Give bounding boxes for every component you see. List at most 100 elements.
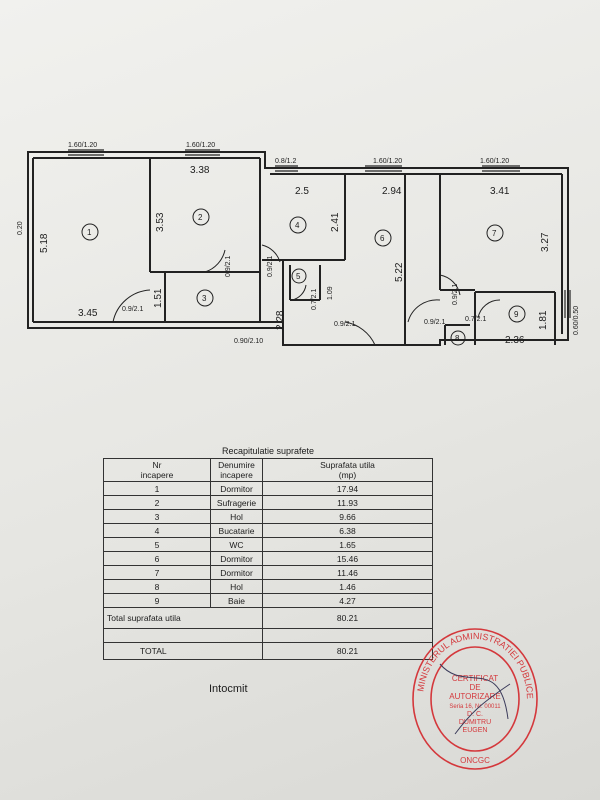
cell-name: Dormitor — [210, 481, 263, 496]
dimension-label: 5.18 — [39, 233, 50, 253]
cell-name: Sufragerie — [210, 495, 263, 510]
cell-name: Hol — [210, 509, 263, 524]
cell-nr: 7 — [103, 565, 211, 580]
window-label: 1.60/1.20 — [68, 142, 97, 149]
header-name: Denumire — [218, 460, 255, 470]
door-label: 0.7/2.1 — [311, 288, 318, 310]
area-summary: Recapitulatie suprafete Nr incapere Denu… — [103, 446, 433, 660]
cell-name: Dormitor — [210, 551, 263, 566]
cell-name: WC — [210, 537, 263, 552]
cell-area: 11.46 — [262, 565, 433, 580]
cell-nr: 6 — [103, 551, 211, 566]
stamp-center: CERTIFICAT DE AUTORIZARE Seria 16, Nr. 0… — [449, 674, 501, 765]
door-label: 0.9/2.1 — [122, 306, 144, 313]
stamp-line: D. C. — [467, 711, 483, 718]
dimension-label: 3.53 — [155, 212, 166, 232]
header-nr-sub: incapere — [140, 470, 174, 480]
cell-name: Bucatarie — [210, 523, 263, 538]
stamp-line: DE — [469, 683, 480, 692]
window-label: 0.20 — [17, 221, 24, 235]
prepared-by-label: Intocmit — [209, 683, 248, 695]
total-label: TOTAL — [103, 642, 263, 660]
door-label: 0.7/2.1 — [465, 316, 487, 323]
cell-name: Dormitor — [210, 565, 263, 580]
window-label: 0.60/0.50 — [573, 306, 580, 335]
floor-plan: 1.60/1.20 1.60/1.20 0.8/1.2 1.60/1.20 1.… — [17, 142, 580, 346]
cell-nr: 4 — [103, 523, 211, 538]
total-util-row: Total suprafata utila 80.21 — [103, 607, 433, 629]
cell-area: 1.65 — [262, 537, 433, 552]
cell-area: 6.38 — [262, 523, 433, 538]
cell-name: Hol — [210, 579, 263, 594]
stamp-bottom: ONCGC — [460, 756, 490, 765]
stamp-line: AUTORIZARE — [449, 692, 500, 701]
dimension-label: 5.22 — [394, 262, 405, 282]
room-number: 2 — [198, 213, 203, 222]
stamp-rings — [412, 628, 538, 770]
dimension-label: 2.41 — [330, 212, 341, 232]
room-number: 5 — [296, 272, 301, 281]
cell-nr: 3 — [103, 509, 211, 524]
cell-area: 4.27 — [262, 593, 433, 608]
header-name-sub: incapere — [220, 470, 253, 480]
door-label: 0.9/2.1 — [452, 283, 459, 305]
cell-area: 1.46 — [262, 579, 433, 594]
spacer-row — [103, 628, 433, 643]
header-area-sub: (mp) — [338, 470, 357, 480]
windows — [27, 149, 571, 318]
cell-nr: 2 — [103, 495, 211, 510]
total-row: TOTAL 80.21 — [103, 642, 433, 660]
area-table: Nr incapere Denumire incapere Suprafata … — [103, 458, 433, 660]
cell-nr: 1 — [103, 481, 211, 496]
window-label: 1.60/1.20 — [373, 158, 402, 165]
dimension-label: 2.36 — [505, 335, 525, 346]
door-label: 0.90/2.10 — [234, 338, 263, 345]
dimension-label: 2.28 — [275, 310, 286, 330]
cell-nr: 8 — [103, 579, 211, 594]
dimension-label: 3.38 — [190, 165, 210, 176]
cell-area: 17.94 — [262, 481, 433, 496]
authorization-stamp: MINISTERUL ADMINISTRATIEI PUBLICE CERTIF… — [412, 628, 538, 770]
stamp-line: CERTIFICAT — [452, 674, 498, 683]
dimension-label: 1.51 — [153, 288, 164, 308]
dimension-label: 1.09 — [327, 286, 334, 300]
dimension-label: 3.41 — [490, 186, 510, 197]
dimension-label: 2.94 — [382, 186, 402, 197]
doors — [112, 244, 501, 346]
cell-area: 15.46 — [262, 551, 433, 566]
total-value: 80.21 — [262, 642, 433, 660]
room-number: 6 — [380, 234, 385, 243]
dimension-label: 1.81 — [538, 310, 549, 330]
total-util-value: 80.21 — [262, 607, 433, 629]
room-number: 1 — [87, 228, 92, 237]
door-label: 0.9/2.1 — [225, 255, 232, 277]
cell-area: 9.66 — [262, 509, 433, 524]
room-number: 4 — [295, 221, 300, 230]
room-number: 3 — [202, 294, 207, 303]
window-label: 0.8/1.2 — [275, 158, 297, 165]
door-label: 0.9/2.1 — [334, 321, 356, 328]
header-nr: Nr — [152, 460, 162, 470]
signature-icon — [439, 663, 511, 735]
header-area: Suprafata utila — [320, 460, 375, 470]
walls — [27, 151, 569, 346]
table-title: Recapitulatie suprafete — [221, 446, 315, 456]
dimension-label: 2.5 — [295, 186, 309, 197]
cell-name: Baie — [210, 593, 263, 608]
cell-nr: 9 — [103, 593, 211, 608]
total-util-label: Total suprafata utila — [103, 607, 263, 629]
room-number: 8 — [455, 334, 460, 343]
window-label: 1.60/1.20 — [186, 142, 215, 149]
room-number: 9 — [514, 310, 519, 319]
room-markers — [81, 208, 526, 346]
table-header-row: Nr incapere Denumire incapere Suprafata … — [103, 458, 433, 482]
window-label: 1.60/1.20 — [480, 158, 509, 165]
cell-nr: 5 — [103, 537, 211, 552]
